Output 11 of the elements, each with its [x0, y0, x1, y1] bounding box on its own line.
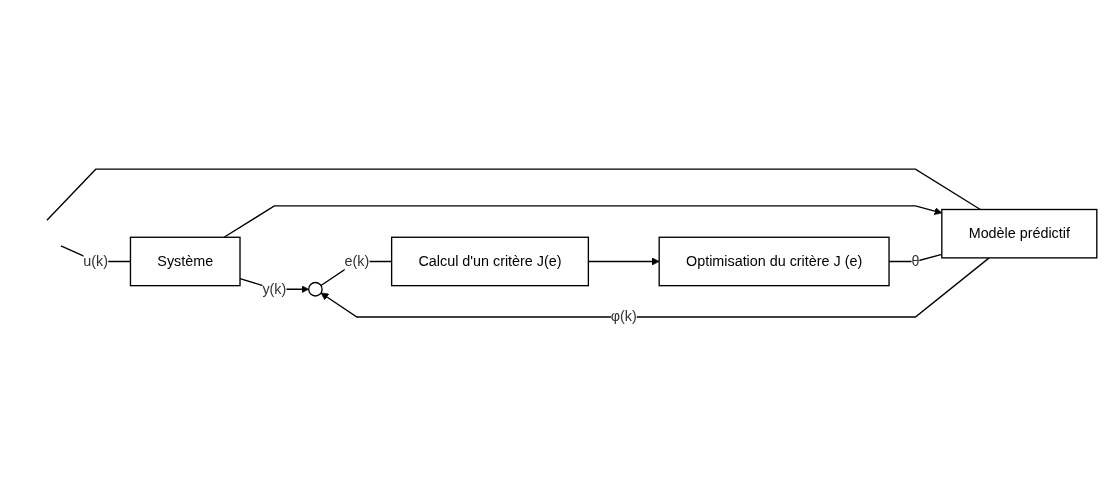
edge-label: y(k) — [262, 281, 287, 297]
connector — [46, 168, 982, 221]
node-circle — [308, 281, 323, 297]
node-box: Modèle prédictif — [941, 208, 1098, 259]
edge-label: e(k) — [344, 253, 370, 269]
node-box: Optimisation du critère J (e) — [658, 236, 890, 287]
node-box: Calcul d'un critère J(e) — [390, 236, 590, 287]
node-box: Système — [129, 236, 241, 287]
edge-label: u(k) — [83, 253, 109, 269]
edge-label: φ(k) — [610, 308, 637, 325]
edge-label: θ — [911, 253, 920, 269]
